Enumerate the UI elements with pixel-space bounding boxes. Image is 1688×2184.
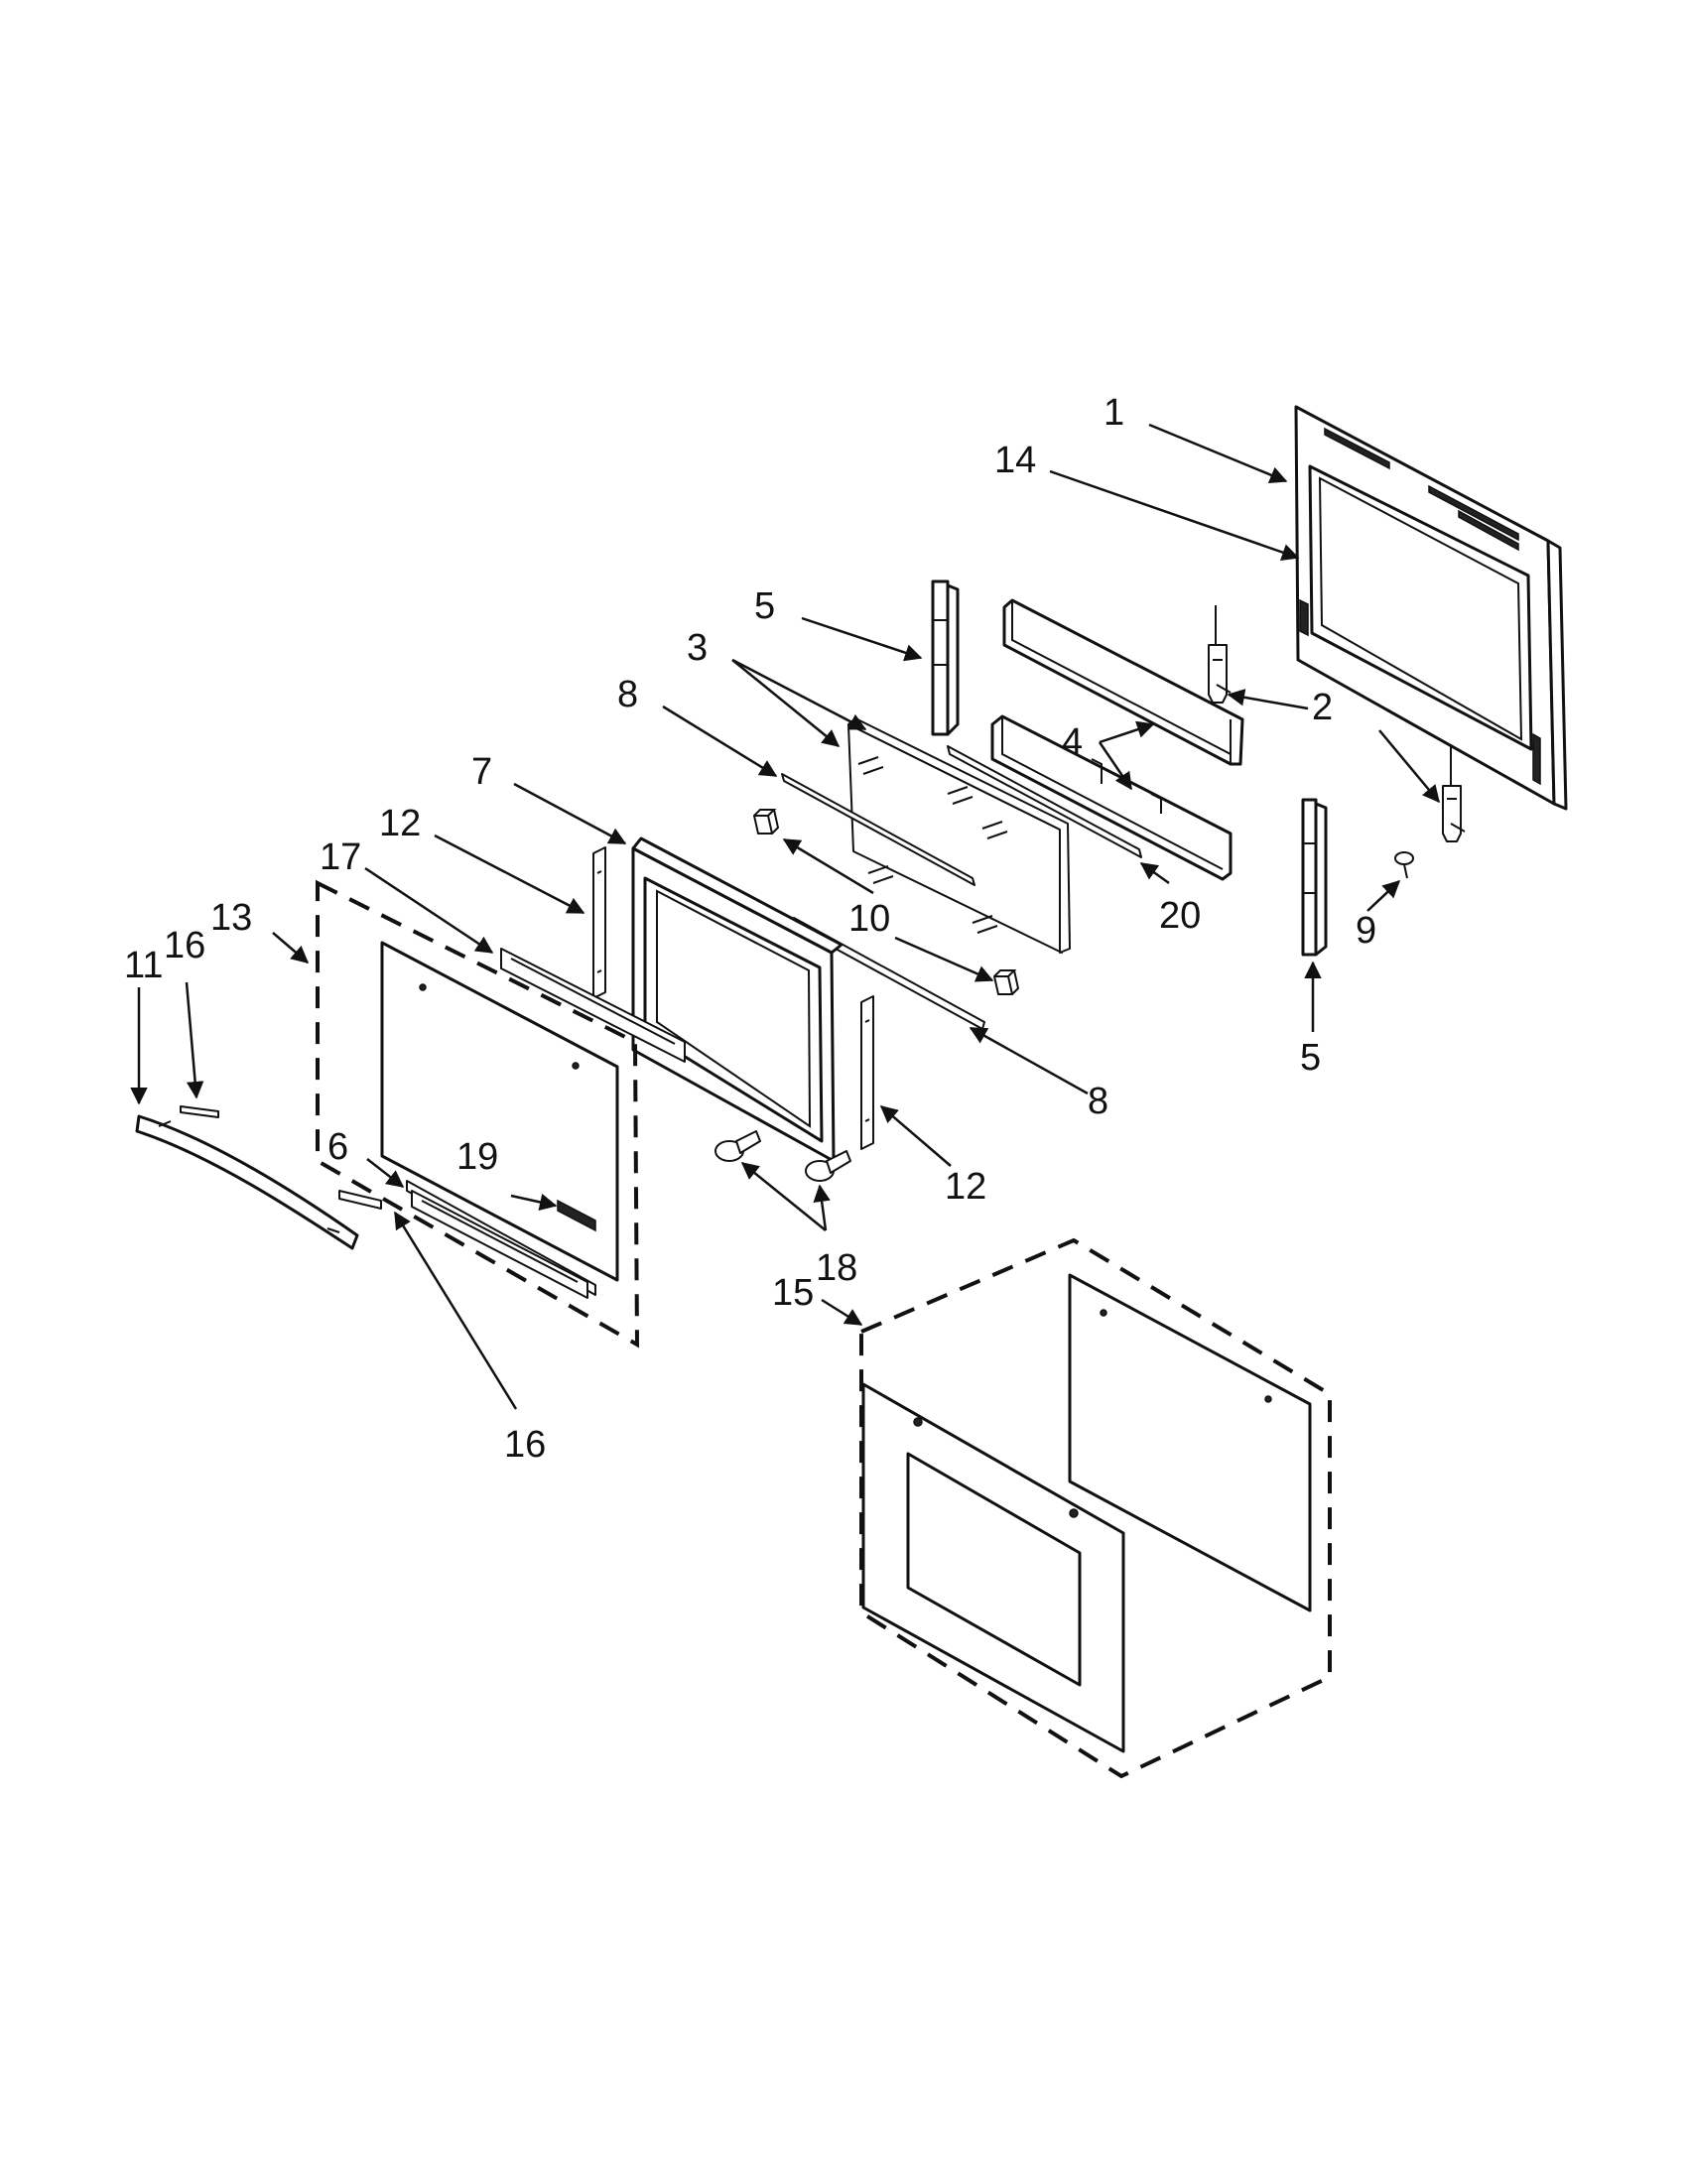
leader-2a <box>1227 689 1309 710</box>
upper-side-channel <box>931 579 960 736</box>
leader-2b <box>1378 729 1440 804</box>
door-skin-assembly <box>859 1237 1332 1779</box>
leader-8a <box>662 705 778 778</box>
leader-7 <box>513 782 627 845</box>
callout-18: 18 <box>816 1247 857 1289</box>
callout-20: 20 <box>1159 895 1201 937</box>
callout-12-lower: 12 <box>945 1166 986 1208</box>
leader-1 <box>1148 423 1288 483</box>
leader-5a <box>801 616 923 662</box>
leader-16b <box>393 1211 518 1410</box>
leader-17 <box>364 866 494 955</box>
callout-5-upper: 5 <box>754 585 775 627</box>
callout-10: 10 <box>848 898 890 940</box>
callout-11: 11 <box>124 945 163 986</box>
callout-8-lower: 8 <box>1088 1081 1108 1122</box>
callout-16-upper: 16 <box>164 925 205 966</box>
lower-vent-channel <box>411 1190 588 1299</box>
hinge-lower <box>1442 744 1466 842</box>
spacer-lower <box>993 969 1020 995</box>
leader-10a <box>782 837 874 895</box>
leader-18a <box>740 1162 827 1231</box>
door-bolt-right <box>805 1150 851 1182</box>
callout-16-lower: 16 <box>504 1424 546 1466</box>
leader-4a <box>1099 720 1155 744</box>
callout-7: 7 <box>471 751 492 793</box>
leader-8b <box>969 1026 1089 1095</box>
leader-18b <box>813 1184 831 1231</box>
handle-trim-upper <box>180 1105 219 1118</box>
leader-14 <box>1049 469 1300 561</box>
leader-19 <box>510 1193 558 1212</box>
leader-9 <box>1366 880 1401 912</box>
leader-15 <box>821 1298 863 1327</box>
callout-14: 14 <box>994 440 1036 481</box>
callout-4: 4 <box>1062 721 1083 763</box>
insulation-block-lower <box>990 714 1233 881</box>
handle-trim-lower <box>338 1190 382 1210</box>
side-bracket-upper <box>592 846 606 999</box>
outer-glass-assembly <box>316 879 640 1349</box>
callout-13: 13 <box>210 897 252 939</box>
callout-6: 6 <box>327 1126 348 1168</box>
hinge-upper <box>1208 605 1232 704</box>
door-handle <box>135 1114 359 1250</box>
callout-8-upper: 8 <box>617 674 638 715</box>
door-bolt-left <box>714 1130 761 1162</box>
glass-seal-strip <box>947 745 1142 858</box>
leader-6 <box>366 1158 405 1188</box>
leader-3b <box>731 658 867 731</box>
callout-9: 9 <box>1356 910 1376 952</box>
insulation-block-upper <box>1002 598 1244 766</box>
callout-12-upper: 12 <box>379 803 421 844</box>
side-bracket-lower <box>860 995 874 1150</box>
callout-labels: 1 14 5 3 8 2 4 7 12 17 13 11 16 10 20 9 … <box>124 392 1376 1466</box>
callout-1: 1 <box>1104 392 1124 434</box>
inner-glass-panel <box>847 717 1071 954</box>
outer-door-panel <box>1294 405 1568 811</box>
leader-20 <box>1139 861 1170 885</box>
leader-16a <box>185 981 204 1099</box>
callout-3: 3 <box>687 627 708 669</box>
inner-door-frame <box>631 836 844 1163</box>
leader-12b <box>879 1105 952 1167</box>
upper-vent-channel <box>500 948 686 1063</box>
callout-17: 17 <box>320 836 361 878</box>
callout-5-lower: 5 <box>1300 1037 1321 1079</box>
callout-2: 2 <box>1312 687 1333 728</box>
leader-3a <box>731 659 841 747</box>
callout-19: 19 <box>456 1136 498 1178</box>
spacer-upper <box>753 809 780 835</box>
screw <box>1394 851 1414 879</box>
leader-12a <box>434 834 585 915</box>
upper-glass-retainer <box>781 773 975 886</box>
leader-lines <box>130 423 1440 1410</box>
callout-15: 15 <box>772 1272 814 1314</box>
leader-4b <box>1098 741 1133 791</box>
lower-side-channel <box>1301 798 1328 957</box>
leader-13 <box>272 932 310 964</box>
leader-10b <box>894 936 994 982</box>
